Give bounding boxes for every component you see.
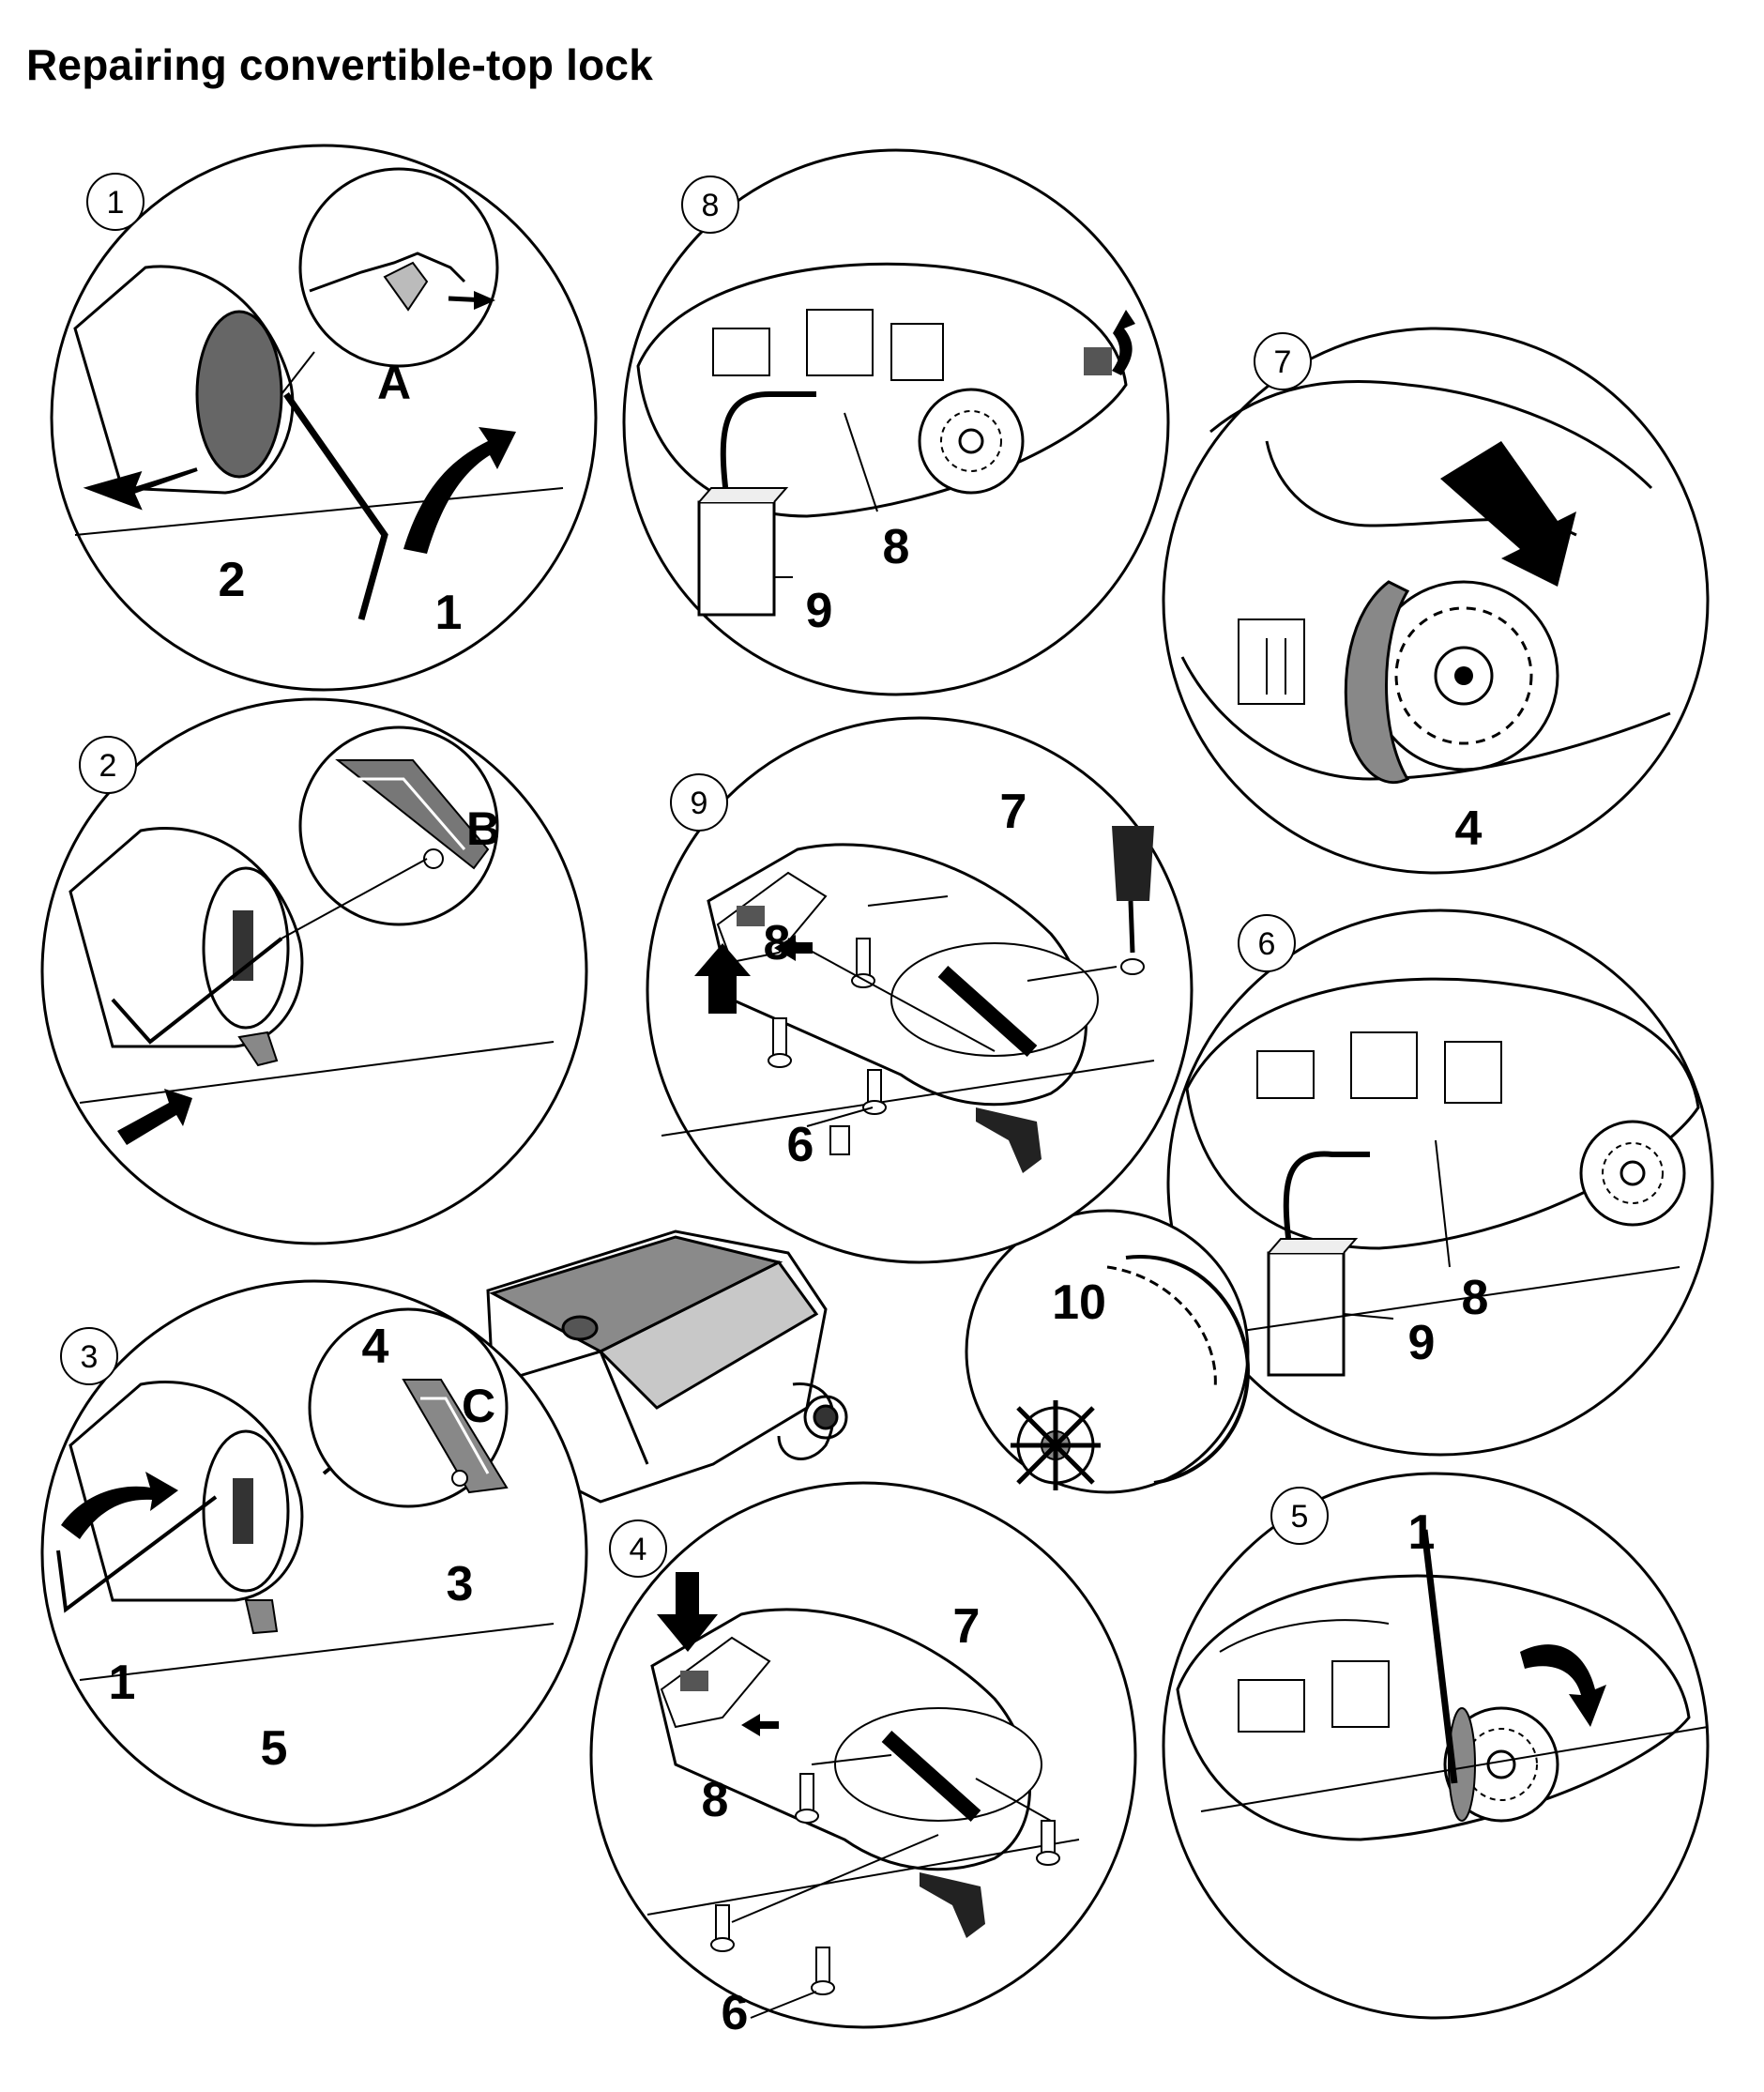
step-1-illustration bbox=[50, 144, 598, 692]
step-badge-1: 1 bbox=[86, 173, 144, 231]
step-8-illustration bbox=[622, 148, 1170, 696]
step-3-illustration bbox=[40, 1279, 588, 1827]
detail-circle-gear bbox=[965, 1209, 1250, 1494]
callout-number: 6 bbox=[787, 1118, 814, 1172]
callout-number: 3 bbox=[447, 1557, 474, 1611]
step-badge-2: 2 bbox=[79, 736, 137, 794]
detail-circle-a bbox=[298, 167, 499, 368]
step-badge-5: 5 bbox=[1270, 1487, 1329, 1545]
part-callouts: 1 2 1 3 4 5 6 7 8 1 8 9 10 4 8 9 6 7 8 bbox=[109, 520, 1489, 2040]
step-number: 3 bbox=[81, 1339, 99, 1375]
screw-icon bbox=[851, 938, 875, 988]
step-number: 4 bbox=[630, 1532, 647, 1567]
motion-arrow-icon bbox=[1440, 441, 1576, 587]
step-4-illustration bbox=[589, 1481, 1137, 2029]
callout-number: 4 bbox=[362, 1320, 389, 1374]
detail-letter: C bbox=[462, 1380, 495, 1432]
screw-icon bbox=[1036, 1820, 1060, 1866]
step-number: 8 bbox=[702, 188, 720, 223]
callout-number: 7 bbox=[953, 1599, 981, 1654]
callout-number: 1 bbox=[1408, 1505, 1436, 1560]
callout-number: 4 bbox=[1455, 802, 1483, 856]
motion-arrow-icon bbox=[774, 935, 813, 961]
callout-number: 8 bbox=[764, 916, 791, 970]
motion-arrow-icon bbox=[694, 943, 751, 1014]
callout-number: 8 bbox=[702, 1773, 729, 1827]
callout-number: 6 bbox=[722, 1986, 749, 2040]
step-6-illustration bbox=[965, 909, 1714, 1494]
step-badge-6: 6 bbox=[1238, 914, 1296, 972]
callout-number: 2 bbox=[219, 553, 246, 607]
callout-number: 10 bbox=[1052, 1275, 1106, 1330]
motion-arrow-icon bbox=[657, 1572, 718, 1652]
callout-number: 1 bbox=[435, 586, 463, 640]
callout-number: 8 bbox=[1462, 1271, 1489, 1325]
step-number-badges: 1 2 3 4 5 6 7 8 9 bbox=[60, 173, 1329, 1578]
step-number: 9 bbox=[691, 786, 708, 821]
step-badge-9: 9 bbox=[670, 773, 728, 832]
callout-number: 9 bbox=[1408, 1316, 1436, 1370]
detail-letter: A bbox=[377, 357, 411, 409]
screw-icon bbox=[710, 1904, 735, 1952]
screw-icon bbox=[768, 1017, 792, 1068]
battery-pack-icon bbox=[697, 487, 789, 617]
battery-pack-icon bbox=[1267, 1238, 1359, 1377]
callout-number: 1 bbox=[109, 1656, 136, 1710]
motion-arrow-icon bbox=[1112, 310, 1135, 375]
step-number: 6 bbox=[1258, 926, 1276, 962]
step-badge-3: 3 bbox=[60, 1327, 118, 1385]
motion-arrow-icon bbox=[83, 467, 198, 511]
step-7-illustration bbox=[1162, 327, 1710, 875]
step-2-illustration bbox=[40, 697, 588, 1245]
step-number: 1 bbox=[107, 185, 125, 221]
motion-arrow-icon bbox=[474, 291, 495, 310]
hex-key-icon bbox=[283, 391, 388, 620]
screwdriver-icon bbox=[1112, 826, 1154, 975]
hex-key-icon bbox=[56, 1495, 218, 1613]
callout-number: 7 bbox=[1000, 785, 1027, 839]
step-number: 5 bbox=[1291, 1499, 1309, 1535]
motion-arrow-icon bbox=[741, 1714, 779, 1736]
convertible-car-icon bbox=[486, 1229, 848, 1504]
motion-arrow-icon bbox=[61, 1472, 178, 1539]
screw-icon bbox=[862, 1069, 887, 1115]
hex-key-icon bbox=[111, 937, 283, 1045]
callout-number: 8 bbox=[883, 520, 910, 574]
detail-circle-b bbox=[298, 725, 499, 926]
page-title: Repairing convertible-top lock bbox=[26, 40, 653, 89]
callout-number: 5 bbox=[261, 1721, 288, 1776]
hex-key-icon bbox=[1421, 1529, 1458, 1784]
motion-arrow-icon bbox=[403, 427, 516, 554]
step-badge-7: 7 bbox=[1254, 332, 1312, 390]
step-number: 2 bbox=[99, 748, 117, 784]
step-9-illustration bbox=[646, 716, 1194, 1264]
motion-arrow-icon bbox=[117, 1089, 192, 1145]
callout-number: 9 bbox=[806, 584, 833, 638]
screw-icon bbox=[795, 1773, 819, 1824]
step-badge-8: 8 bbox=[681, 176, 739, 234]
step-badge-4: 4 bbox=[609, 1519, 667, 1578]
screw-icon bbox=[811, 1947, 835, 1995]
step-5-illustration bbox=[1162, 1472, 1710, 2020]
detail-letter: B bbox=[466, 802, 500, 855]
step-number: 7 bbox=[1274, 344, 1292, 380]
motion-arrow-icon bbox=[1520, 1644, 1606, 1727]
